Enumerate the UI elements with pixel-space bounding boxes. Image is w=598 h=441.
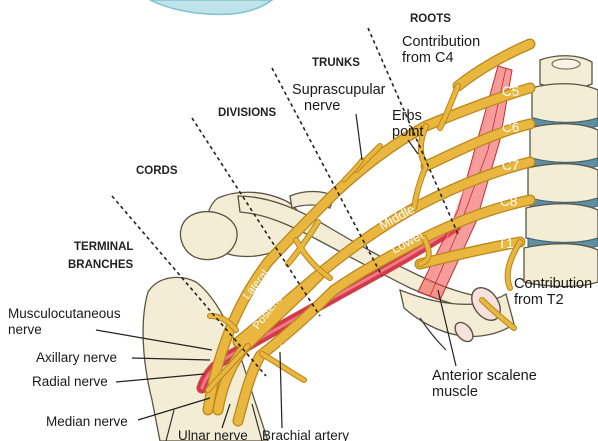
root-label-c8: C8 — [500, 194, 517, 209]
coracoid-process — [180, 212, 237, 260]
top-decorative-swoosh — [150, 0, 272, 14]
cervical-vertebrae — [524, 56, 598, 287]
brachial-artery-label: Brachial artery — [262, 428, 349, 441]
contribution-c4-label-line2: from C4 — [402, 50, 454, 66]
divisions-header: DIVISIONS — [218, 107, 276, 119]
median-nerve-label: Median nerve — [46, 414, 128, 429]
contribution-c4-label-line1: Contribution — [402, 34, 480, 50]
roots-header: ROOTS — [410, 13, 451, 25]
suprascapular-label-line2: nerve — [304, 98, 340, 114]
contribution-t2-label-line1: Contribution — [514, 276, 592, 292]
trunk-label-middle: Middle — [376, 201, 417, 232]
erbs-point-label-line2: point — [392, 124, 423, 140]
root-label-c6: C6 — [502, 120, 519, 135]
axillary-nerve-label: Axillary nerve — [36, 350, 117, 365]
suprascapular-label-line1: Suprascupular — [292, 82, 386, 98]
root-label-t1: T1 — [498, 236, 514, 251]
musculocutaneous-label-line2: nerve — [8, 322, 42, 337]
ulnar-nerve-label: Ulnar nerve — [178, 428, 248, 441]
erbs-point-label-line1: Erbs — [392, 108, 422, 124]
trunk-label-upper: Upper — [362, 168, 401, 198]
anterior-scalene-label-line1: Anterior scalene — [432, 368, 537, 384]
root-label-c5: C5 — [502, 84, 519, 99]
cords-header: CORDS — [136, 165, 178, 177]
musculocutaneous-label-line1: Musculocutaneous — [8, 306, 121, 321]
terminal-header-line2: BRANCHES — [68, 259, 134, 271]
radial-nerve-label: Radial nerve — [32, 374, 108, 389]
terminal-header-line1: TERMINAL — [74, 241, 133, 253]
root-label-c7: C7 — [502, 158, 519, 173]
trunks-header: TRUNKS — [312, 57, 360, 69]
anterior-scalene-label-line2: muscle — [432, 384, 478, 400]
contribution-t2-label-line2: from T2 — [514, 292, 564, 308]
